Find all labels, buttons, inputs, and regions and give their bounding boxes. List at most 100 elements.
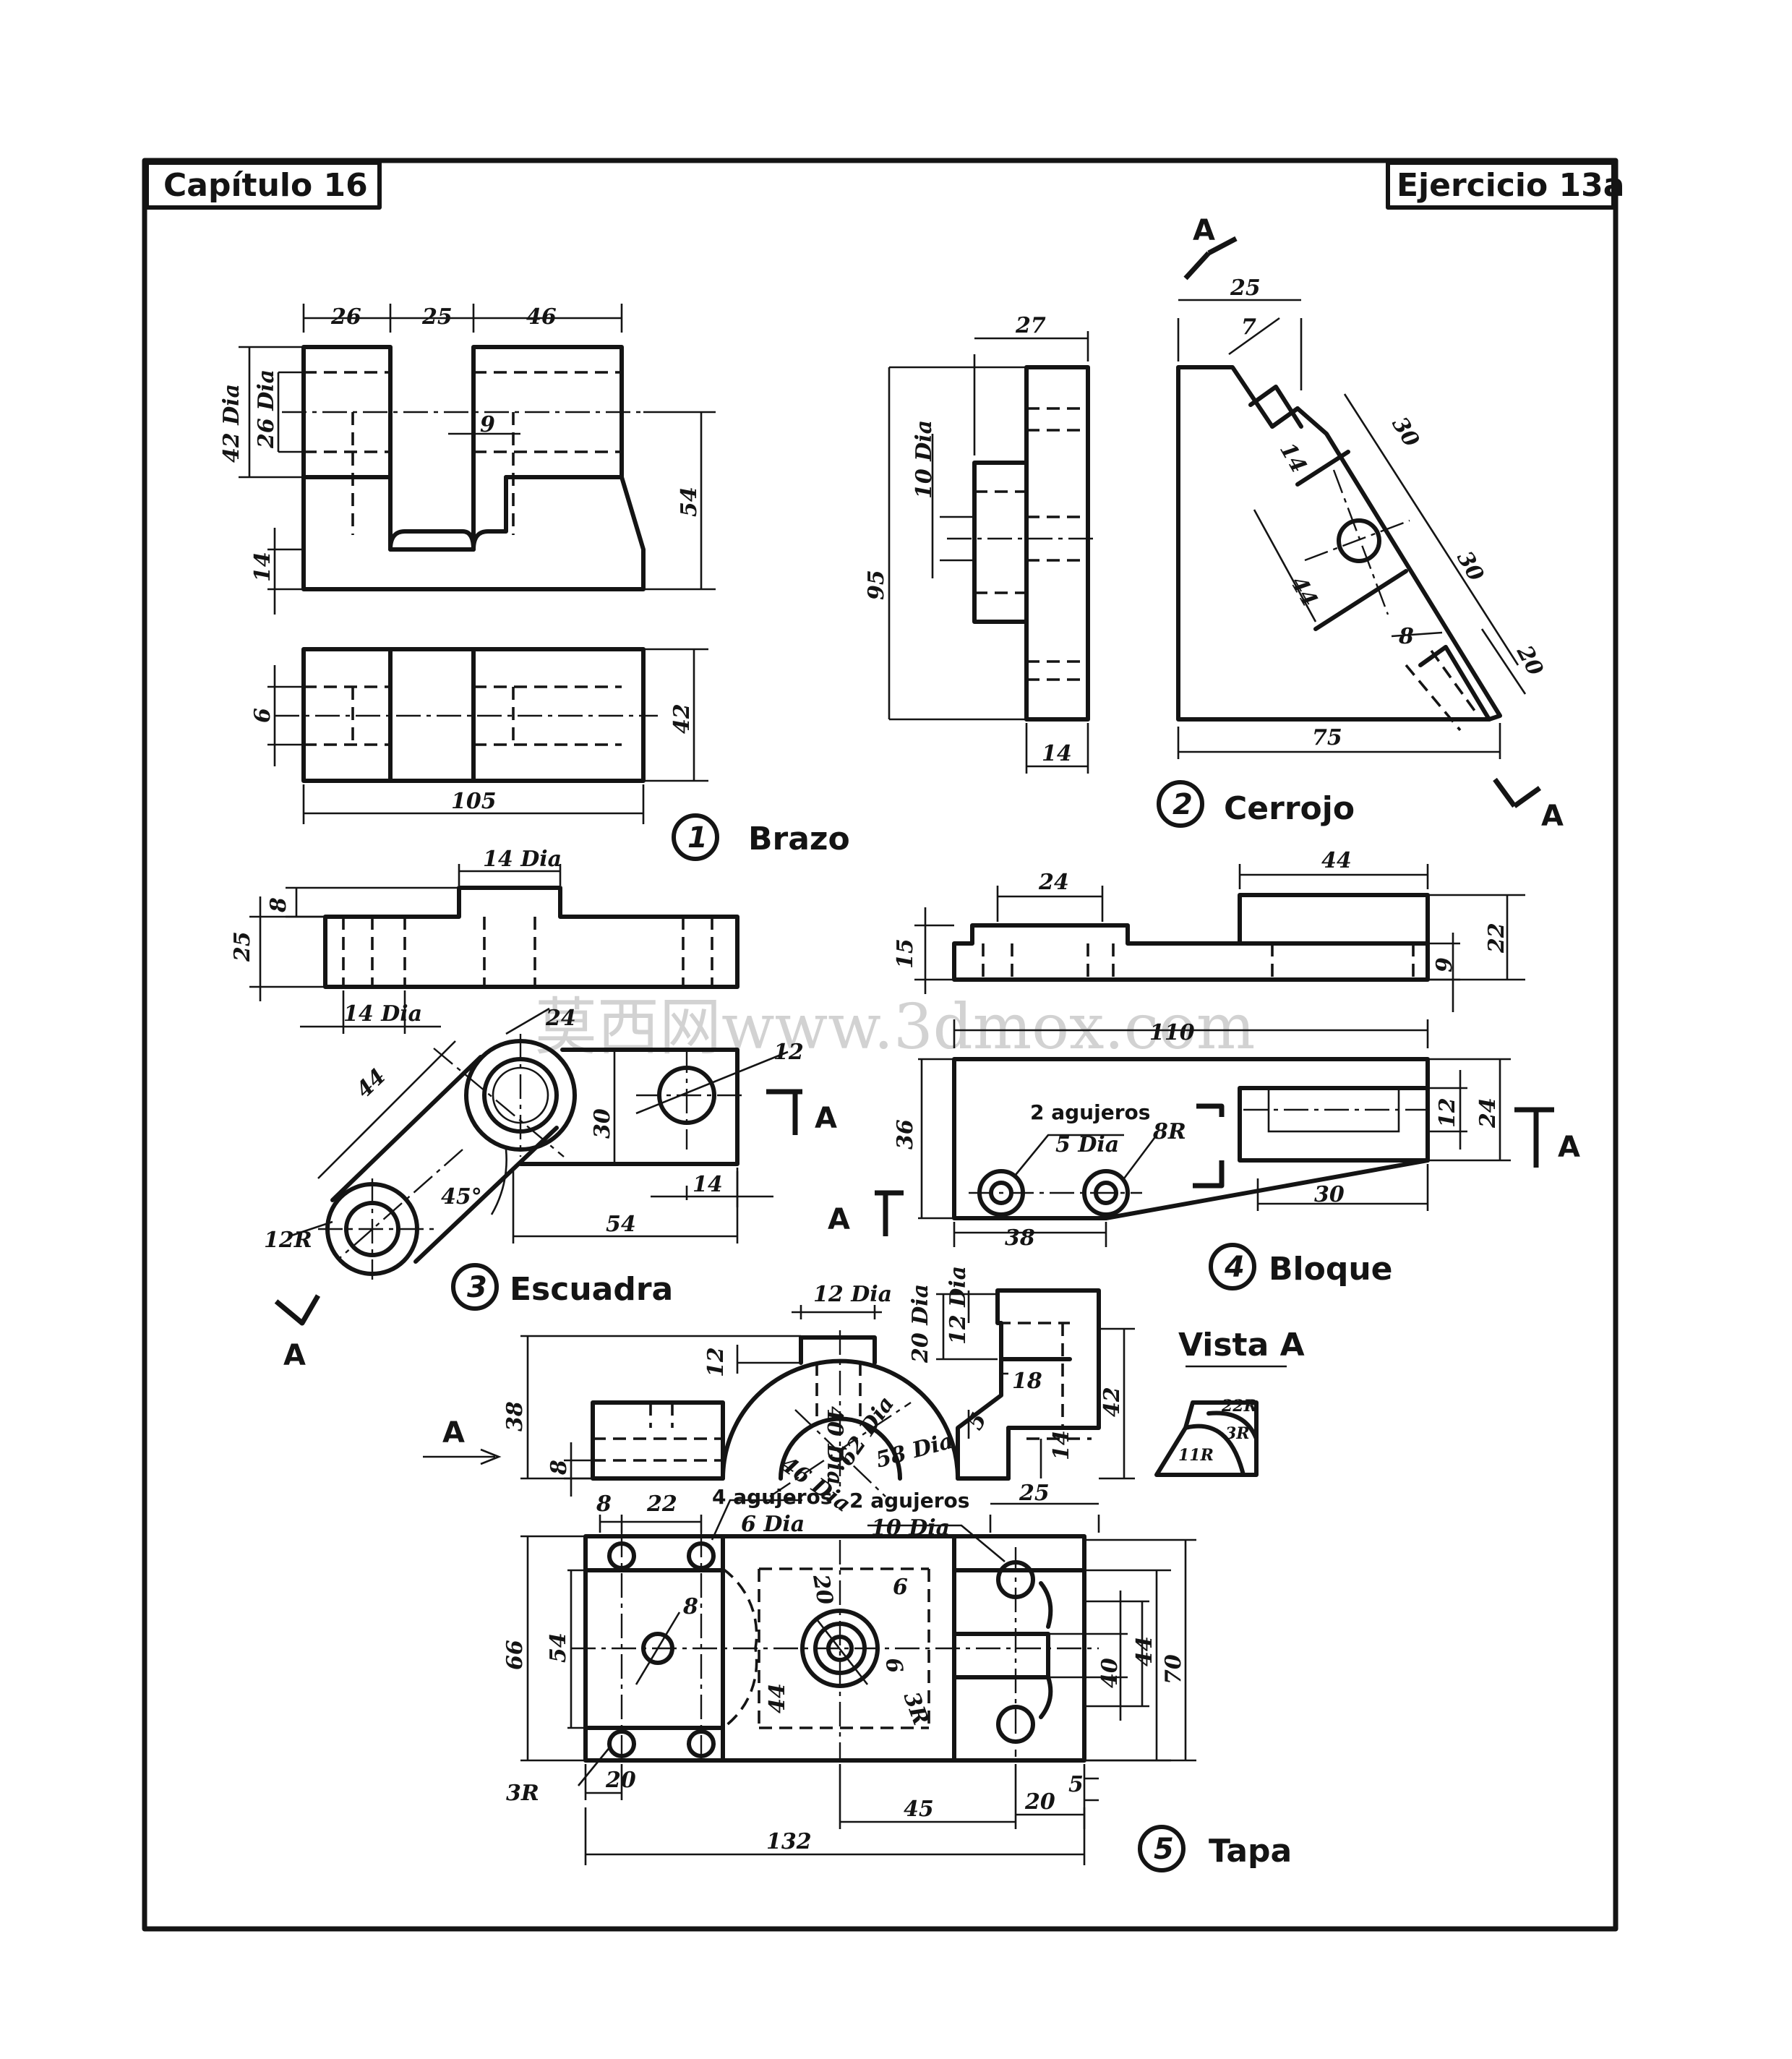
svg-text:14: 14 [1274, 439, 1311, 478]
svg-text:3R: 3R [506, 1781, 539, 1806]
svg-text:26: 26 [330, 304, 361, 330]
svg-text:20 Dia: 20 Dia [908, 1284, 933, 1364]
svg-text:A: A [1541, 800, 1564, 833]
svg-text:44: 44 [765, 1683, 790, 1713]
svg-text:22: 22 [1484, 923, 1509, 954]
exercise-title: Ejercicio 13a [1397, 167, 1624, 204]
part-cerrojo-dimensions-side: 27 10 Dia 95 14 [864, 313, 1089, 774]
part-brazo-label: Brazo [748, 821, 850, 857]
part-cerrojo-side-view [947, 365, 1099, 722]
svg-text:14: 14 [693, 1172, 723, 1197]
part-bloque-section-markers: A A [828, 1107, 1580, 1236]
svg-text:A: A [828, 1203, 850, 1236]
part-escuadra-front-view [323, 886, 739, 989]
svg-text:20: 20 [1511, 641, 1548, 680]
svg-text:15: 15 [893, 938, 918, 969]
part-brazo-number-circle [672, 813, 719, 861]
part-cerrojo-label: Cerrojo [1224, 790, 1355, 827]
svg-text:25: 25 [421, 304, 453, 330]
svg-text:38: 38 [502, 1401, 528, 1431]
svg-text:38: 38 [1005, 1225, 1035, 1251]
part-brazo-front-view [282, 345, 646, 591]
svg-text:6 Dia: 6 Dia [741, 1512, 805, 1537]
svg-text:58 Dia: 58 Dia [873, 1429, 956, 1473]
svg-text:105: 105 [451, 789, 497, 814]
svg-text:8: 8 [546, 1460, 572, 1476]
part-tapa-view-arrow: A [423, 1416, 502, 1465]
vista-a-detail: Vista A 22R 3R 11R [1154, 1327, 1305, 1477]
svg-text:9: 9 [480, 412, 495, 437]
part-tapa-top-view [571, 1533, 1099, 1764]
svg-text:36: 36 [893, 1119, 918, 1150]
svg-text:A: A [442, 1416, 465, 1450]
svg-text:22R: 22R [1221, 1397, 1257, 1416]
part-cerrojo-number: 2 [1172, 788, 1193, 821]
svg-text:10 Dia: 10 Dia [912, 420, 937, 499]
part-tapa-top-dimensions: 8 22 4 agujeros 2 agujeros 25 6 Dia 10 D… [502, 1481, 1196, 1865]
svg-text:10 Dia: 10 Dia [871, 1515, 950, 1541]
svg-text:5 Dia: 5 Dia [1055, 1132, 1119, 1157]
svg-text:45: 45 [904, 1797, 934, 1822]
svg-text:44: 44 [351, 1064, 390, 1103]
svg-text:A: A [1193, 214, 1215, 247]
svg-text:44: 44 [1132, 1636, 1157, 1666]
svg-text:8: 8 [596, 1491, 612, 1517]
part-bloque-number-circle [1209, 1243, 1256, 1290]
svg-text:6: 6 [250, 708, 275, 723]
part-cerrojo-front-view [1176, 365, 1502, 732]
svg-text:30: 30 [1452, 547, 1488, 586]
svg-text:6: 6 [893, 1575, 908, 1600]
chapter-box [145, 160, 382, 210]
svg-text:14: 14 [1042, 741, 1072, 766]
exercise-box [1386, 160, 1616, 210]
part-brazo-number: 1 [687, 821, 708, 855]
svg-text:26 Dia: 26 Dia [254, 369, 279, 449]
part-escuadra-dimensions: 14 Dia 8 25 14 Dia 24 44 12 30 45° 14 12… [230, 847, 804, 1253]
svg-text:95: 95 [864, 570, 889, 600]
svg-text:70: 70 [1161, 1654, 1186, 1685]
svg-text:24: 24 [1038, 870, 1069, 895]
svg-text:Vista A: Vista A [1178, 1327, 1305, 1364]
part-bloque-top-view [952, 1057, 1431, 1220]
part-tapa-front-view [591, 1288, 1101, 1497]
part-escuadra-section-markers: A A [274, 1089, 837, 1372]
part-escuadra-label: Escuadra [510, 1271, 673, 1308]
part-tapa-number-circle [1138, 1825, 1186, 1872]
svg-text:42: 42 [669, 703, 695, 734]
part-escuadra-number: 3 [467, 1271, 487, 1304]
svg-text:54: 54 [546, 1632, 571, 1663]
chapter-title: Capítulo 16 [163, 167, 368, 204]
svg-text:20: 20 [807, 1572, 838, 1606]
svg-text:4 agujeros: 4 agujeros [712, 1485, 832, 1509]
svg-text:8: 8 [1398, 624, 1414, 649]
svg-text:7: 7 [1241, 314, 1256, 340]
svg-text:12R: 12R [264, 1228, 312, 1253]
part-tapa-number: 5 [1154, 1833, 1174, 1866]
part-bloque-label: Bloque [1269, 1251, 1393, 1288]
svg-text:8R: 8R [1152, 1119, 1186, 1144]
svg-text:14 Dia: 14 Dia [343, 1001, 422, 1027]
svg-text:22: 22 [646, 1491, 677, 1517]
svg-text:42 Dia: 42 Dia [219, 384, 244, 463]
svg-text:30: 30 [1314, 1182, 1345, 1207]
svg-text:24: 24 [1475, 1097, 1501, 1129]
part-bloque-front-view [952, 893, 1430, 982]
part-brazo-dimensions: 26 25 46 42 Dia 26 Dia 9 54 14 6 42 105 [219, 304, 716, 824]
part-tapa-label: Tapa [1209, 1833, 1292, 1870]
svg-text:11R: 11R [1178, 1446, 1214, 1465]
part-bloque-dimensions: 24 44 15 9 22 110 2 agujeros 5 Dia 8R 36… [893, 848, 1525, 1251]
svg-text:24: 24 [545, 1006, 576, 1031]
part-cerrojo-number-circle [1157, 780, 1204, 828]
svg-text:12 Dia: 12 Dia [813, 1282, 892, 1307]
svg-text:12: 12 [703, 1347, 729, 1377]
svg-text:12 Dia: 12 Dia [946, 1266, 971, 1345]
svg-text:3R: 3R [1225, 1424, 1250, 1443]
svg-text:12: 12 [1435, 1097, 1460, 1128]
watermark: 莫西网www.3dmox.com [535, 991, 1255, 1063]
part-bloque-number: 4 [1224, 1251, 1245, 1284]
svg-text:30: 30 [590, 1108, 615, 1139]
svg-text:132: 132 [766, 1829, 812, 1854]
svg-text:25: 25 [1230, 275, 1261, 301]
svg-text:A: A [283, 1339, 306, 1372]
